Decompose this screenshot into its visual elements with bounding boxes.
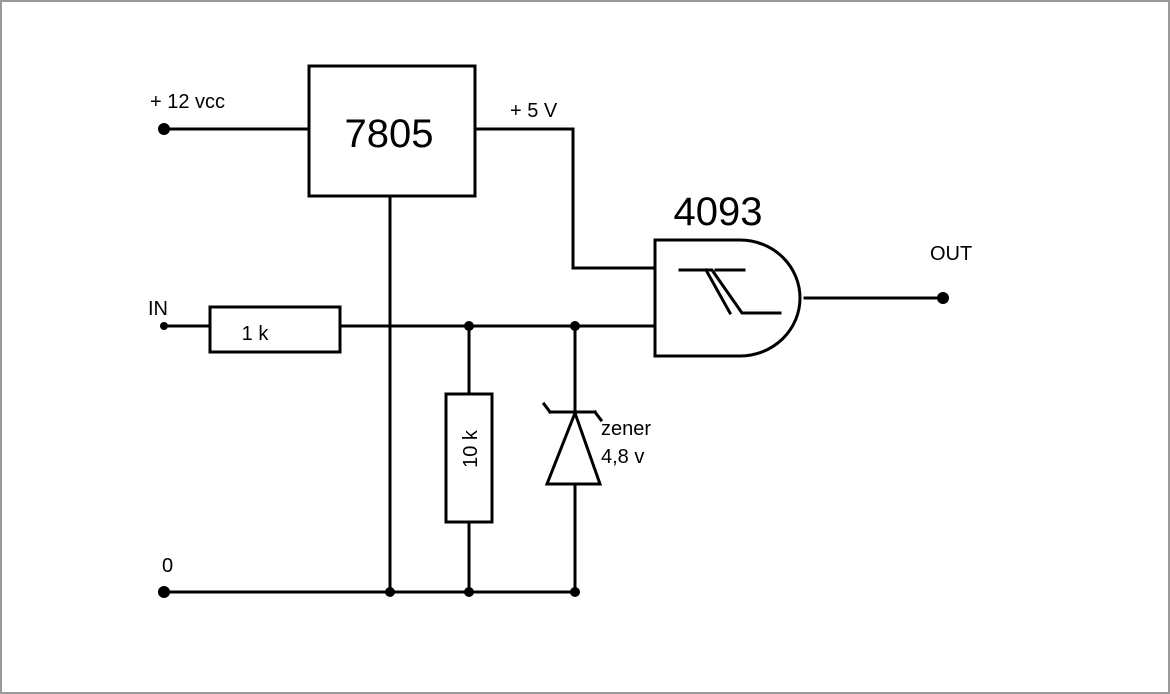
- regulator-7805: [307, 64, 477, 198]
- schmitt-symbol-top: [678, 268, 782, 315]
- zener-triangle: [544, 408, 603, 486]
- label-5v: + 5 V: [510, 100, 558, 122]
- label-r1: 1 k: [242, 323, 270, 345]
- label-gate: 4093: [674, 190, 763, 234]
- terminal-in: [160, 322, 168, 330]
- junction-ground-zener: [570, 587, 580, 597]
- label-ground: 0: [162, 555, 173, 577]
- terminal-ground: [158, 586, 170, 598]
- label-r2: 10 k: [460, 429, 482, 468]
- label-out: OUT: [930, 243, 972, 265]
- resistor-1k: [208, 305, 342, 354]
- terminal-out: [937, 292, 949, 304]
- label-zener-name: zener: [601, 418, 651, 440]
- label-in: IN: [148, 298, 168, 320]
- resistor-10k: [444, 392, 494, 524]
- label-zener-value: 4,8 v: [601, 446, 644, 468]
- junction-ground-r2: [464, 587, 474, 597]
- terminal-vcc: [158, 123, 170, 135]
- zener-cathode-wing-left: [541, 401, 553, 415]
- gate-4093: [653, 238, 802, 358]
- label-regulator: 7805: [345, 112, 434, 156]
- wire-5v: [473, 127, 657, 270]
- schmitt-symbol-slope: [703, 267, 733, 316]
- zener-cathode-wing-right: [592, 409, 604, 423]
- label-vcc: + 12 vcc: [150, 91, 225, 113]
- junction-ground-regulator: [385, 587, 395, 597]
